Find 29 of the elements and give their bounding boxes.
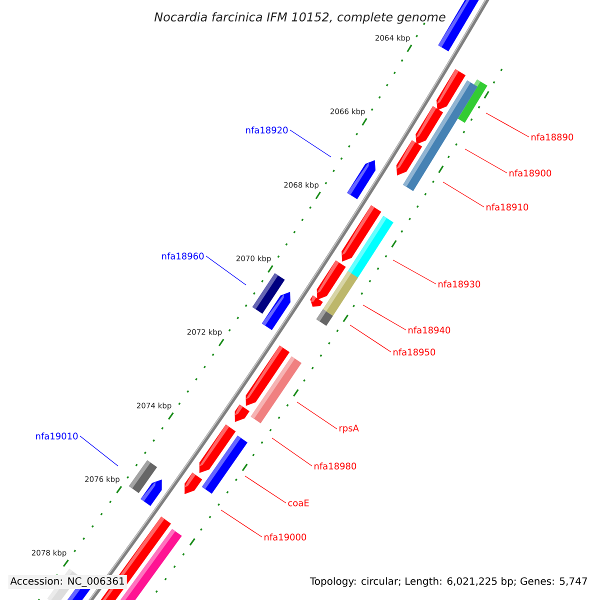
gene-label: nfa19000 <box>264 534 306 540</box>
gene-label: rpsA <box>340 424 359 434</box>
gene-label: nfa18960 <box>162 252 204 260</box>
gene-label: nfa18920 <box>246 126 288 134</box>
gene-label: nfa19010 <box>36 432 78 440</box>
gene-label: nfa18900 <box>510 170 552 176</box>
leader-line <box>464 148 508 174</box>
title: Nocardia farcinica IFM 10152, complete genome <box>154 12 446 24</box>
leader-line <box>362 304 406 330</box>
leader-line <box>244 476 286 504</box>
gene-label: nfa18980 <box>314 462 356 470</box>
gene-label: nfa18930 <box>438 280 480 288</box>
gene-label: nfa18950 <box>394 348 436 356</box>
gene-label: nfa18910 <box>486 204 528 210</box>
leader-line <box>296 402 338 430</box>
leader-line <box>486 112 530 138</box>
leader-line <box>442 182 484 208</box>
leader-line <box>206 256 246 286</box>
gene-label: nfa18940 <box>408 326 450 334</box>
leader-line <box>272 438 312 466</box>
gene-label: coaE <box>288 500 309 506</box>
leader-line <box>392 260 436 284</box>
genome-info-label: Topology: circular; Length: 6,021,225 bp; Genes: 5,747 <box>310 577 587 587</box>
leader-line <box>290 130 332 158</box>
leader-line <box>80 436 118 466</box>
leader-line <box>220 510 262 538</box>
gene-label: nfa18890 <box>532 134 574 140</box>
accession-label: Accession: NC_006361 <box>8 575 127 589</box>
leader-line <box>350 324 392 352</box>
